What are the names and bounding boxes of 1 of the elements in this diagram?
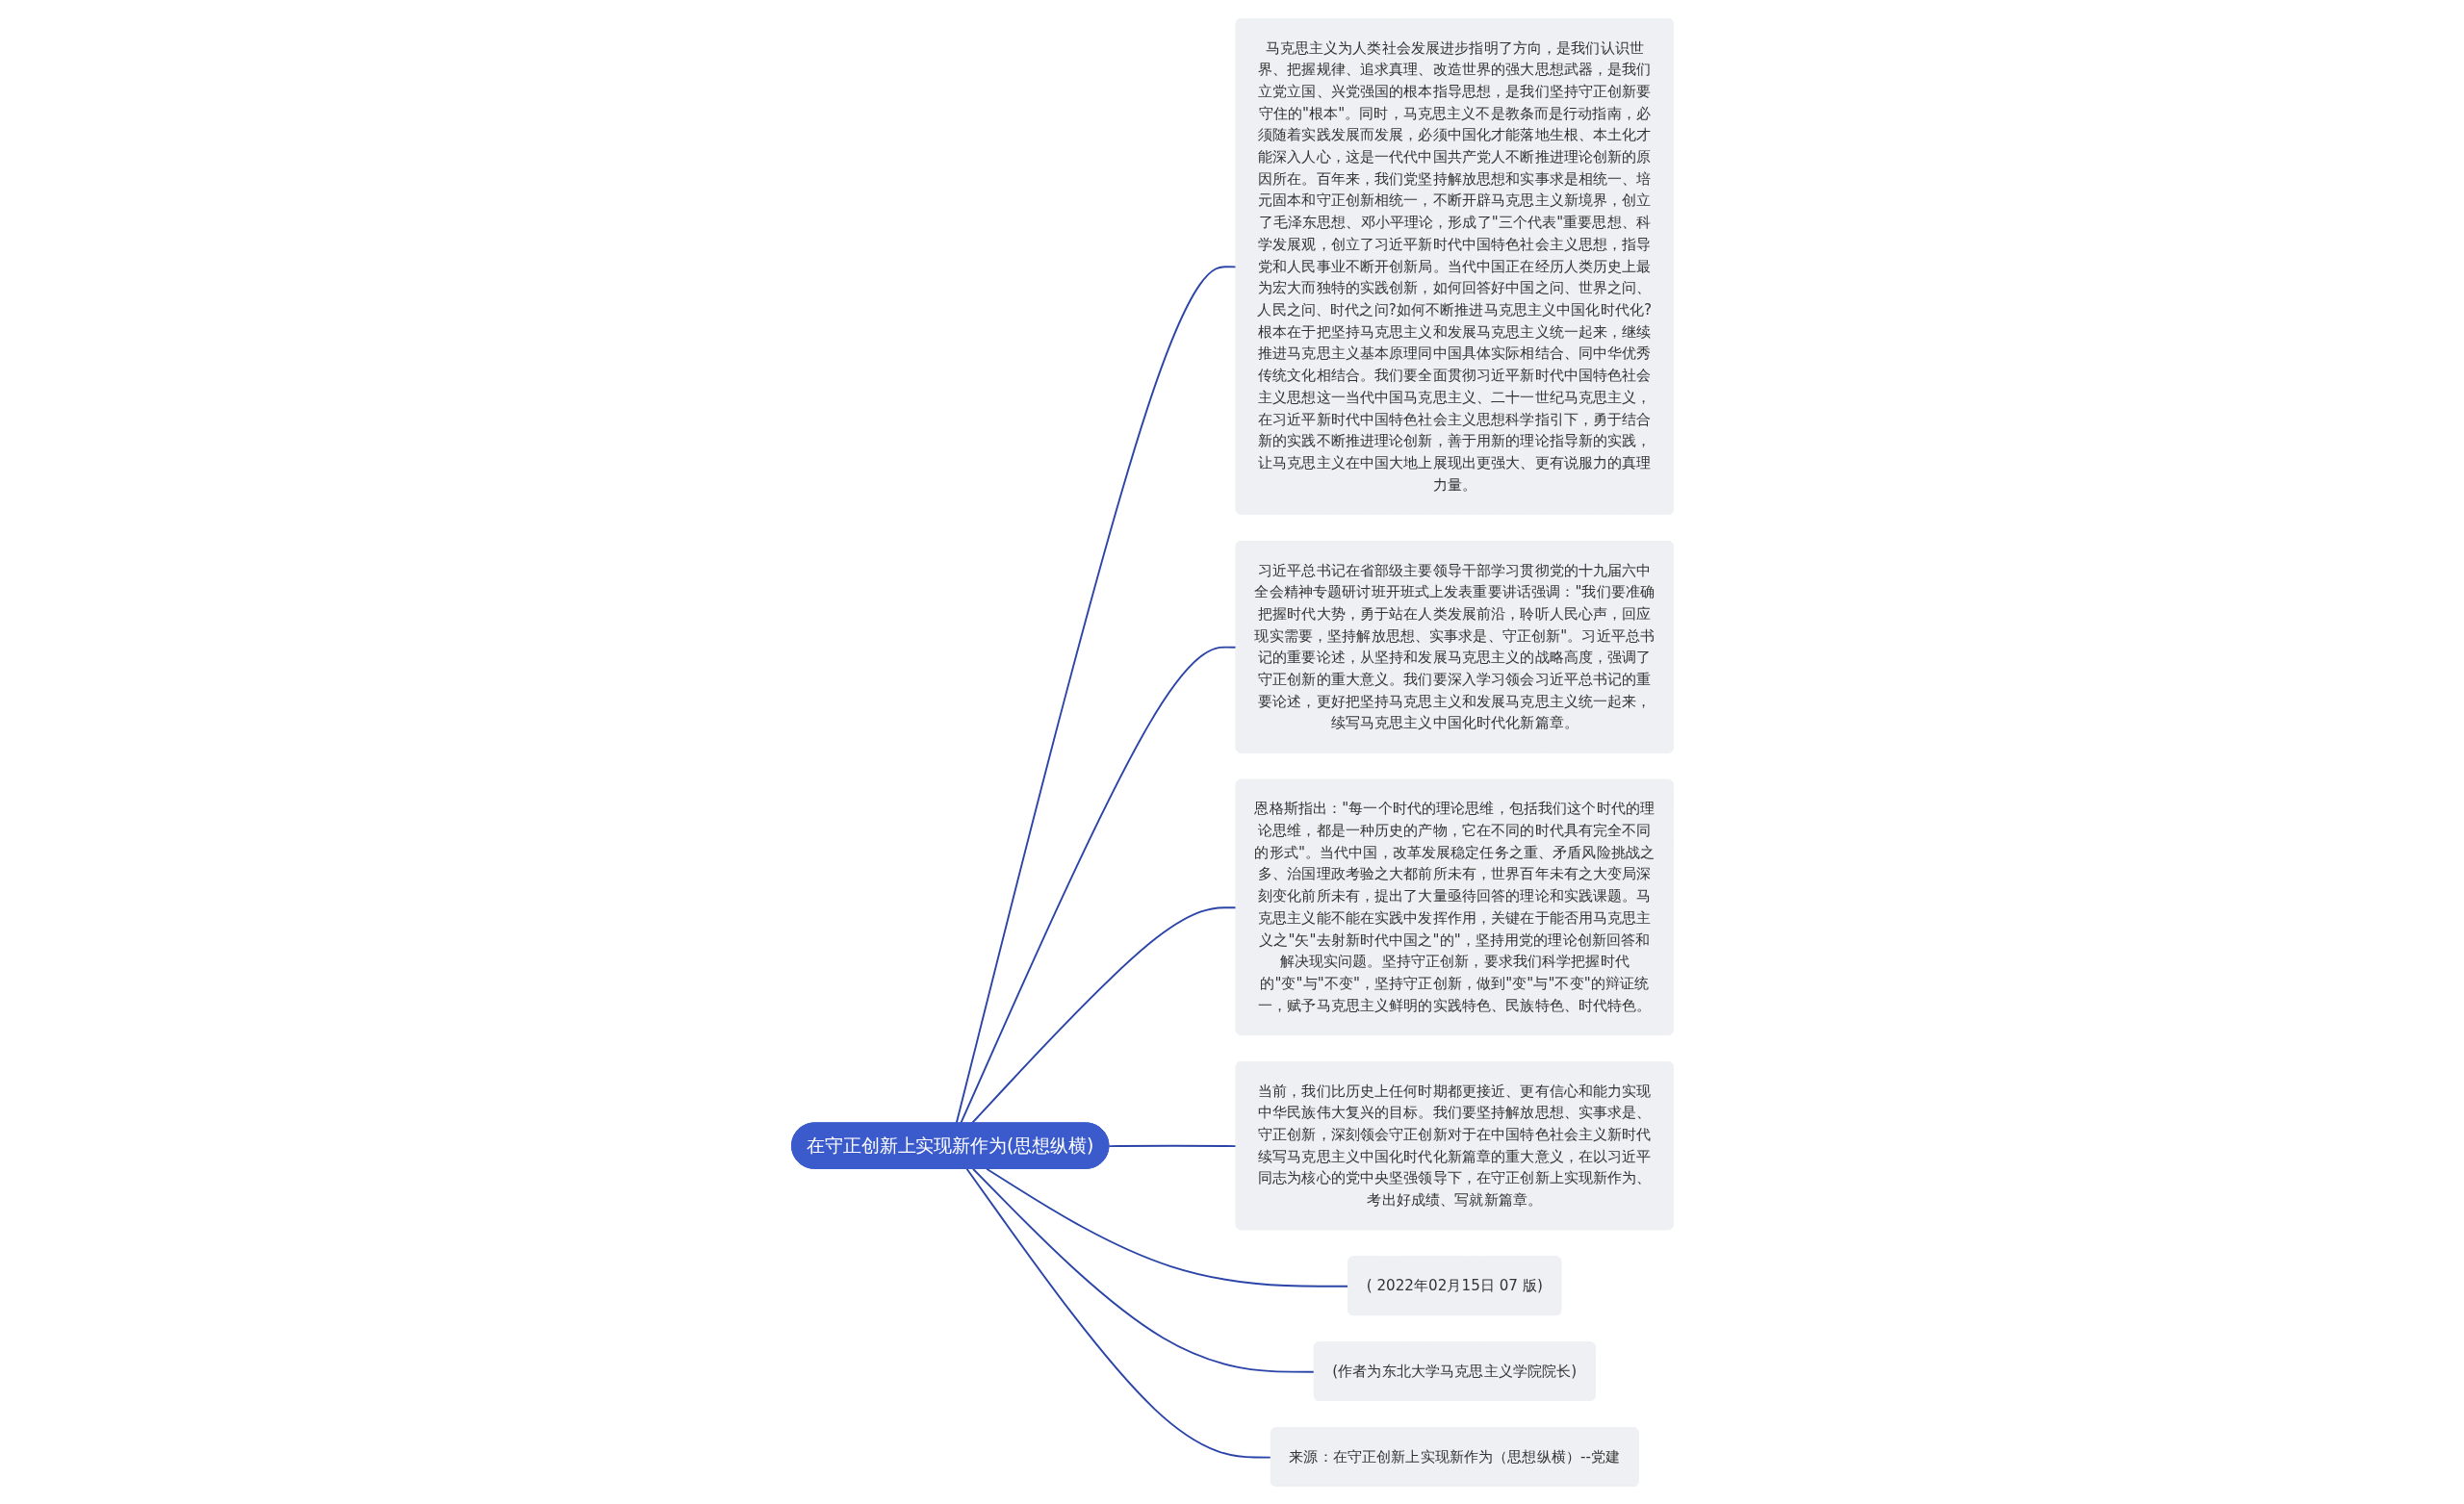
connector xyxy=(985,1167,1349,1287)
